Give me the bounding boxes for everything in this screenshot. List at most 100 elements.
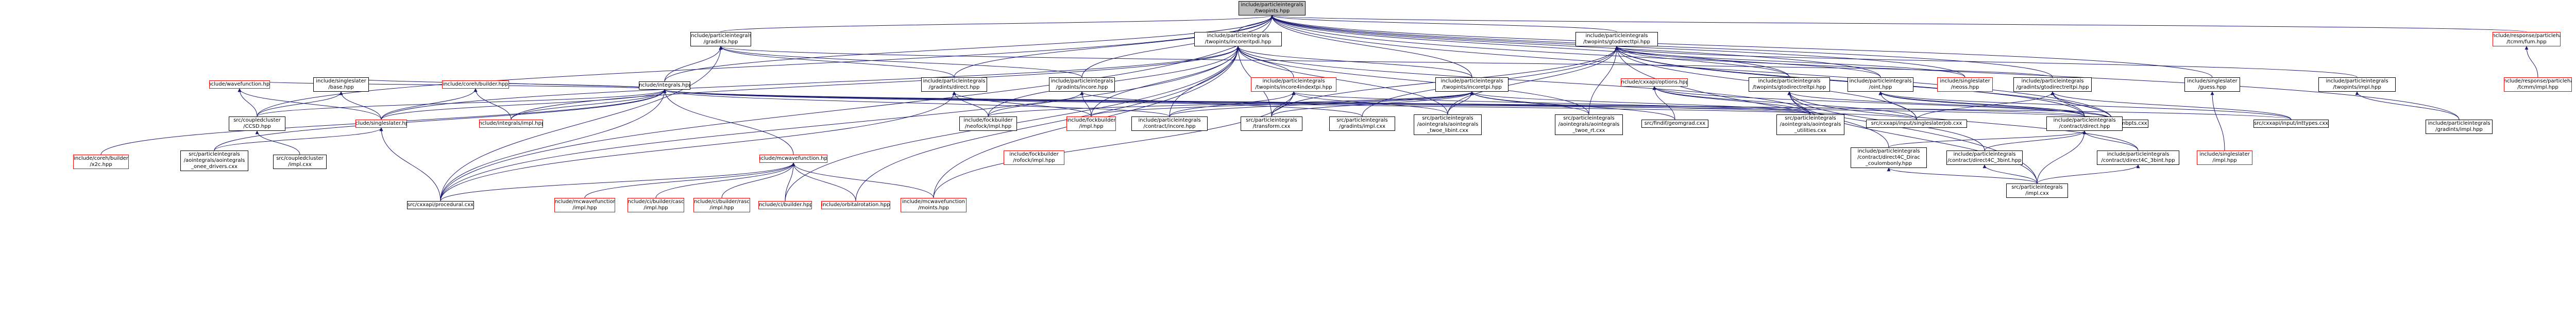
node-gradints-direct[interactable]: include/particleintegrals /gradints/dire… [921, 77, 987, 92]
dependency-edge [1270, 15, 2213, 78]
node-coupledcluster-ccsd[interactable]: src/coupledcluster /CCSD.hpp [229, 116, 285, 131]
node-twopints-incoreritpdi[interactable]: include/particleintegrals /twopints/inco… [1194, 32, 1282, 46]
node-src-procedural[interactable]: src/cxxapi/procedural.cxx [407, 201, 474, 209]
dependency-edge [952, 91, 1092, 117]
node-fockbuilder-neofock[interactable]: include/fockbuilder /neofock/impl.hpp [959, 116, 1017, 131]
node-contract-incore[interactable]: include/particleintegrals /contract/inco… [1131, 116, 1208, 131]
dependency-edge [1236, 46, 1811, 115]
node-src-twoe-libint[interactable]: src/particleintegrals /aointegrals/aoint… [1414, 114, 1482, 135]
node-coreh-x2c[interactable]: include/coreh/builder /x2c.hpp [73, 155, 129, 169]
dependency-edge [719, 46, 1082, 78]
node-gradints-impl[interactable]: include/particleintegrals /gradints/impl… [2426, 120, 2493, 134]
dependency-edge [1292, 91, 1448, 115]
dependency-edge [1878, 91, 1917, 120]
dependency-edge [1236, 46, 1448, 115]
dependency-edge [1270, 15, 1790, 78]
dependency-edge [663, 89, 1917, 120]
node-gradints-incore[interactable]: include/particleintegrals /gradints/inco… [1049, 77, 1115, 92]
node-gradints-gtodirectreltpi[interactable]: include/particleintegrals /gradints/gtod… [2013, 77, 2092, 92]
node-gradints[interactable]: include/particleintegrals /gradints.hpp [690, 32, 751, 46]
dependency-edge [584, 162, 795, 198]
node-src-twoe-rt[interactable]: src/particleintegrals /aointegrals/aoint… [1555, 114, 1623, 135]
dependency-edge [339, 91, 382, 120]
dependency-edge [721, 162, 795, 198]
node-wavefunction[interactable]: include/wavefunction.hpp [209, 80, 270, 89]
node-twopints-gtodirecttpi[interactable]: include/particleintegrals /twopints/gtod… [1575, 32, 1658, 46]
node-direct4c-3bint-a[interactable]: include/particleintegrals /contract/dire… [1946, 150, 2023, 165]
dependency-edge [664, 15, 1274, 82]
dependency-edge [238, 88, 258, 117]
node-src-cc-impl[interactable]: src/coupledcluster /impl.cxx [273, 155, 327, 169]
dependency-edge [1270, 15, 1617, 32]
dependency-edge [1270, 15, 1965, 78]
dependency-edge [791, 162, 934, 198]
node-integrals-impl[interactable]: include/integrals/impl.hpp [479, 120, 543, 128]
node-oint[interactable]: include/particleintegrals /oint.hpp [1848, 77, 1913, 92]
dependency-edge [664, 46, 723, 82]
node-twopints-impl[interactable]: include/particleintegrals /twopints/impl… [2318, 77, 2396, 92]
dependency-edge [1615, 46, 1790, 78]
dependency-edge [440, 46, 723, 202]
node-integrals[interactable]: include/integrals.hpp [639, 81, 690, 90]
dependency-edge [2210, 91, 2225, 151]
node-singleslater-guess[interactable]: include/singleslater /guess.hpp [2184, 77, 2240, 92]
node-twopints-incoretpi[interactable]: include/particleintegrals /twopints/inco… [1435, 77, 1509, 92]
node-orbitalrotation[interactable]: include/orbitalrotation.hpp [821, 201, 890, 209]
node-src-geomgrad[interactable]: src/findif/geomgrad.cxx [1641, 120, 1708, 128]
dependency-edge [933, 91, 1296, 198]
dependency-edge [952, 91, 989, 117]
dependency-edge [2050, 91, 2085, 117]
node-twopints-gtodirectreltpi[interactable]: include/particleintegrals /twopints/gtod… [1749, 77, 1830, 92]
dependency-edge [720, 15, 1274, 32]
dependency-edge [719, 46, 2053, 78]
dependency-edge [1878, 91, 2292, 120]
node-fockbuilder-impl[interactable]: include/fockbuilder /impl.hpp [1066, 116, 1116, 131]
node-singleslater-impl[interactable]: include/singleslater /impl.hpp [2197, 150, 2252, 165]
node-direct4c-coulombonly[interactable]: include/particleintegrals /contract/dire… [1851, 147, 1927, 168]
dependency-edge [440, 162, 795, 202]
node-singleslater-base[interactable]: include/singleslater /base.hpp [313, 77, 369, 92]
node-src-singleslaterjob[interactable]: src/cxxapi/input/singleslaterjob.cxx [1866, 120, 1967, 128]
dependency-edge [473, 88, 512, 120]
node-mcwavefunction[interactable]: include/mcwavefunction.hpp [759, 155, 827, 163]
dependency-edge [1652, 86, 1811, 115]
dependency-edge [1270, 15, 2460, 120]
node-src-inttypes[interactable]: src/cxxapi/input/inttypes.cxx [2253, 120, 2329, 128]
dependency-edge [440, 15, 1274, 202]
node-singleslater-neoss[interactable]: include/singleslater /neoss.hpp [1937, 77, 1993, 92]
dependency-edge [1615, 46, 1881, 78]
node-ci-rasci[interactable]: include/ci/builder/rasci /impl.hpp [693, 198, 750, 212]
dependency-edge [1615, 46, 2358, 78]
dependency-edge [954, 15, 1274, 78]
node-src-transform[interactable]: src/particleintegrals /transform.cxx [1241, 116, 1302, 131]
dependency-edge [1447, 46, 1619, 115]
node-cxxapi-options[interactable]: include/cxxapi/options.hpp [1621, 78, 1688, 87]
dependency-edge [1878, 91, 2085, 117]
node-src-onee-drivers[interactable]: src/particleintegrals /aointegrals/aoint… [180, 150, 248, 171]
node-response-fum[interactable]: include/response/particleha /tcmm/fum.hp… [2493, 32, 2561, 46]
node-ci-casci[interactable]: include/ci/builder/casci /impl.hpp [628, 198, 684, 212]
node-response-impl[interactable]: include/response/particleha /tcmm/impl.h… [2504, 77, 2572, 92]
node-twopints-root[interactable]: include/particleintegrals /twopints.hpp [1239, 1, 1306, 15]
node-direct4c-3bint-b[interactable]: include/particleintegrals /contract/dire… [2097, 150, 2179, 165]
node-src-particleintegrals-impl[interactable]: src/particleintegrals /impl.cxx [2006, 183, 2068, 198]
dependency-edge [1787, 91, 2085, 117]
dependency-edge [785, 162, 795, 202]
node-ci-builder[interactable]: include/ci/builder.hpp [758, 201, 812, 209]
node-fockbuilder-rofock[interactable]: include/fockbuilder /rofock/impl.hpp [1004, 150, 1064, 165]
node-src-gradints-impl[interactable]: src/particleintegrals /gradints/impl.cxx [1329, 116, 1395, 131]
dependency-edge [1270, 15, 1472, 78]
node-coreh-builder[interactable]: include/coreh/builder.hpp [442, 80, 509, 89]
dependency-edge [257, 91, 343, 117]
dependency-edge [1615, 46, 1965, 78]
node-contract-direct[interactable]: include/particleintegrals /contract/dire… [2046, 116, 2123, 131]
node-src-utilities[interactable]: src/particleintegrals /aointegrals/aoint… [1776, 114, 1844, 135]
node-singleslater[interactable]: include/singleslater.hpp [355, 120, 407, 128]
dependency-edge [1652, 86, 1675, 120]
node-mcwavefunction-impl[interactable]: include/mcwavefunction /impl.hpp [554, 198, 615, 212]
dependency-edge [1169, 91, 1474, 117]
node-mcwavefunction-moints[interactable]: include/mcwavefunction /moints.hpp [901, 198, 967, 212]
node-twopints-incore4index[interactable]: include/particleintegrals /twopints/inco… [1251, 77, 1336, 92]
dependency-edge [381, 46, 1240, 120]
